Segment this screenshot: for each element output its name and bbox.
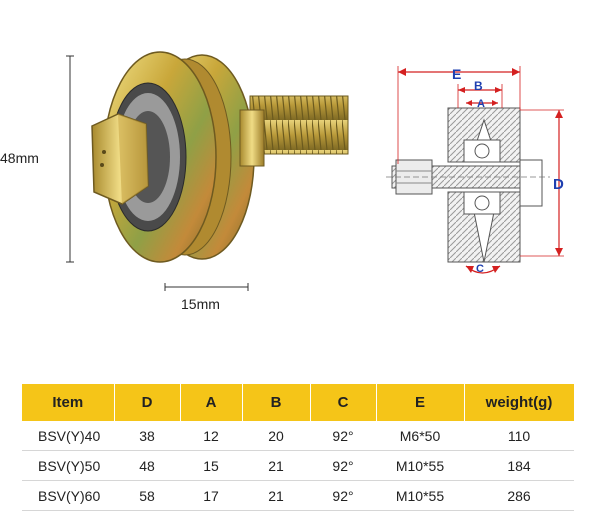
cell-C: 92° [310, 450, 376, 481]
table-row: BSV(Y)40 38 12 20 92° M6*50 110 [22, 421, 574, 451]
label-D: D [553, 176, 564, 193]
cell-D: 58 [114, 480, 180, 511]
table-row: BSV(Y)60 58 17 21 92° M10*55 286 [22, 480, 574, 511]
label-B: B [474, 79, 483, 93]
product-figure: 48mm 15mm E [0, 51, 564, 312]
width-dimension-label: 15mm [181, 296, 220, 312]
cell-E: M10*55 [376, 450, 464, 481]
cell-weight: 286 [464, 480, 574, 511]
cell-E: M6*50 [376, 421, 464, 451]
cell-weight: 110 [464, 421, 574, 451]
label-A: A [477, 98, 485, 110]
label-E: E [452, 66, 461, 82]
header-A: A [180, 384, 243, 421]
table-header-row: Item D A B C E weight(g) [22, 384, 575, 421]
cell-item: BSV(Y)40 [22, 421, 114, 451]
height-dimension: 48mm [0, 55, 74, 263]
cell-B: 21 [242, 480, 310, 511]
cell-item: BSV(Y)60 [22, 480, 114, 511]
cell-weight: 184 [464, 450, 574, 481]
header-E: E [376, 384, 465, 421]
wheel-photo [91, 51, 349, 263]
cell-D: 38 [114, 421, 180, 451]
cell-D: 48 [114, 450, 180, 481]
header-D: D [114, 384, 181, 421]
header-weight: weight(g) [464, 384, 575, 421]
header-item: Item [22, 384, 115, 421]
cell-B: 21 [242, 450, 310, 481]
table-row: BSV(Y)50 48 15 21 92° M10*55 184 [22, 450, 574, 481]
spec-table: Item D A B C E weight(g) BSV(Y)40 38 12 … [22, 384, 575, 511]
cross-section-diagram: E B A D C [386, 66, 564, 275]
cell-B: 20 [242, 421, 310, 451]
label-C: C [476, 263, 484, 275]
cell-A: 17 [180, 480, 242, 511]
header-C: C [310, 384, 377, 421]
height-dimension-label: 48mm [0, 150, 39, 166]
header-B: B [242, 384, 311, 421]
cell-item: BSV(Y)50 [22, 450, 114, 481]
cell-A: 15 [180, 450, 242, 481]
width-dimension: 15mm [164, 283, 249, 312]
cell-C: 92° [310, 421, 376, 451]
cell-C: 92° [310, 480, 376, 511]
cell-E: M10*55 [376, 480, 464, 511]
cell-A: 12 [180, 421, 242, 451]
